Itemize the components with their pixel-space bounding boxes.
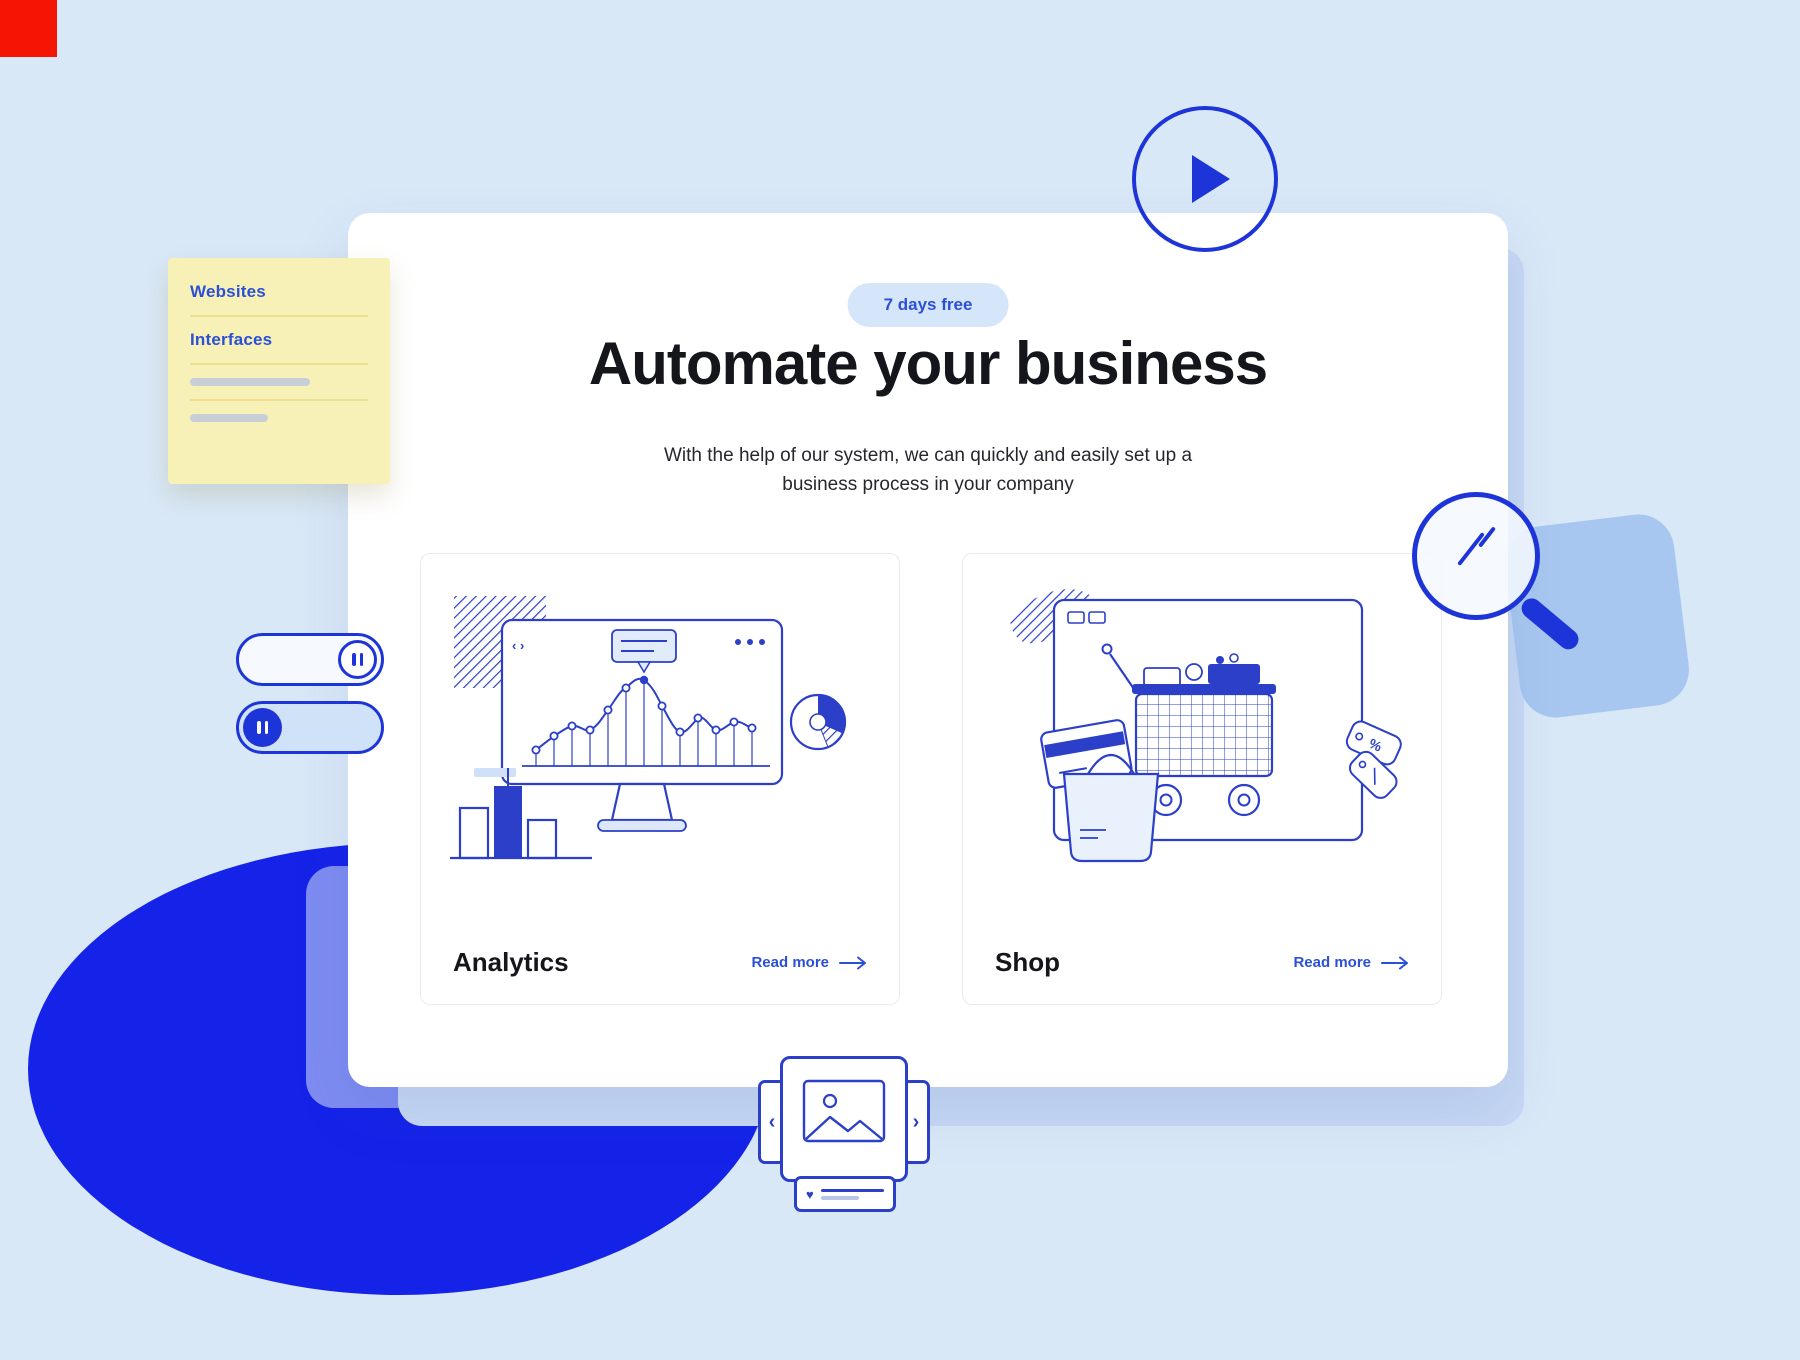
arrow-right-icon [839, 956, 866, 969]
arrow-right-icon [1381, 956, 1408, 969]
page-title: Automate your business [588, 330, 1268, 397]
caption-line [820, 1196, 859, 1200]
pause-toggle-2[interactable] [236, 701, 384, 754]
subtitle-line-1: With the help of our system, we can quic… [663, 445, 1193, 466]
read-more-link-shop[interactable]: Read more [1293, 954, 1409, 971]
hero-card: 7 days free Automate your business With … [348, 213, 1508, 1087]
caption-lines [820, 1188, 884, 1200]
card-title-shop: Shop [995, 947, 1060, 977]
play-icon [1192, 155, 1230, 203]
analytics-illustration: ‹ › [440, 572, 880, 907]
toggle-knob [243, 707, 282, 747]
card-footer-analytics: Analytics Read more [453, 947, 867, 978]
pause-toggle-1[interactable] [236, 633, 384, 686]
code-icon: ‹ › [512, 638, 524, 653]
read-more-link-analytics[interactable]: Read more [751, 954, 867, 971]
pause-icon [359, 652, 363, 666]
sticky-note: Websites Interfaces [168, 258, 390, 484]
analytics-illustration-svg: ‹ › [450, 596, 847, 860]
feature-card-analytics: ‹ › [420, 553, 900, 1005]
card-footer-shop: Shop Read more [995, 947, 1409, 978]
red-corner-square [0, 0, 57, 57]
carousel-caption-bar: ♥ [794, 1176, 896, 1212]
placeholder-bar [190, 378, 310, 386]
image-placeholder-icon [802, 1079, 886, 1143]
shop-illustration-svg: % [1010, 589, 1402, 863]
feature-card-shop: % [962, 553, 1442, 1005]
caption-line [820, 1188, 884, 1192]
magnifier-icon [1412, 492, 1540, 620]
pause-icon [257, 720, 261, 734]
read-more-label: Read more [751, 954, 829, 971]
heart-icon: ♥ [806, 1186, 814, 1202]
card-title-analytics: Analytics [453, 947, 569, 977]
lens-reflection [1457, 532, 1485, 566]
placeholder-bar [190, 414, 268, 422]
chevron-right-icon: › [912, 1110, 920, 1133]
sticky-note-link-interfaces[interactable]: Interfaces [190, 330, 273, 349]
page-subtitle: With the help of our system, we can quic… [348, 441, 1508, 500]
free-trial-badge: 7 days free [847, 283, 1009, 327]
chevron-left-icon: ‹ [768, 1110, 776, 1133]
sticky-note-link-websites[interactable]: Websites [190, 282, 266, 301]
divider [190, 315, 368, 317]
pause-icon [352, 652, 356, 666]
shop-illustration: % [982, 572, 1422, 907]
subtitle-line-2: business process in your company [782, 474, 1074, 496]
play-button[interactable] [1132, 106, 1278, 252]
image-carousel [780, 1056, 908, 1182]
pause-icon [264, 720, 268, 734]
toggle-knob [338, 639, 377, 679]
read-more-label: Read more [1293, 954, 1371, 971]
divider [190, 363, 368, 365]
divider [190, 399, 368, 401]
